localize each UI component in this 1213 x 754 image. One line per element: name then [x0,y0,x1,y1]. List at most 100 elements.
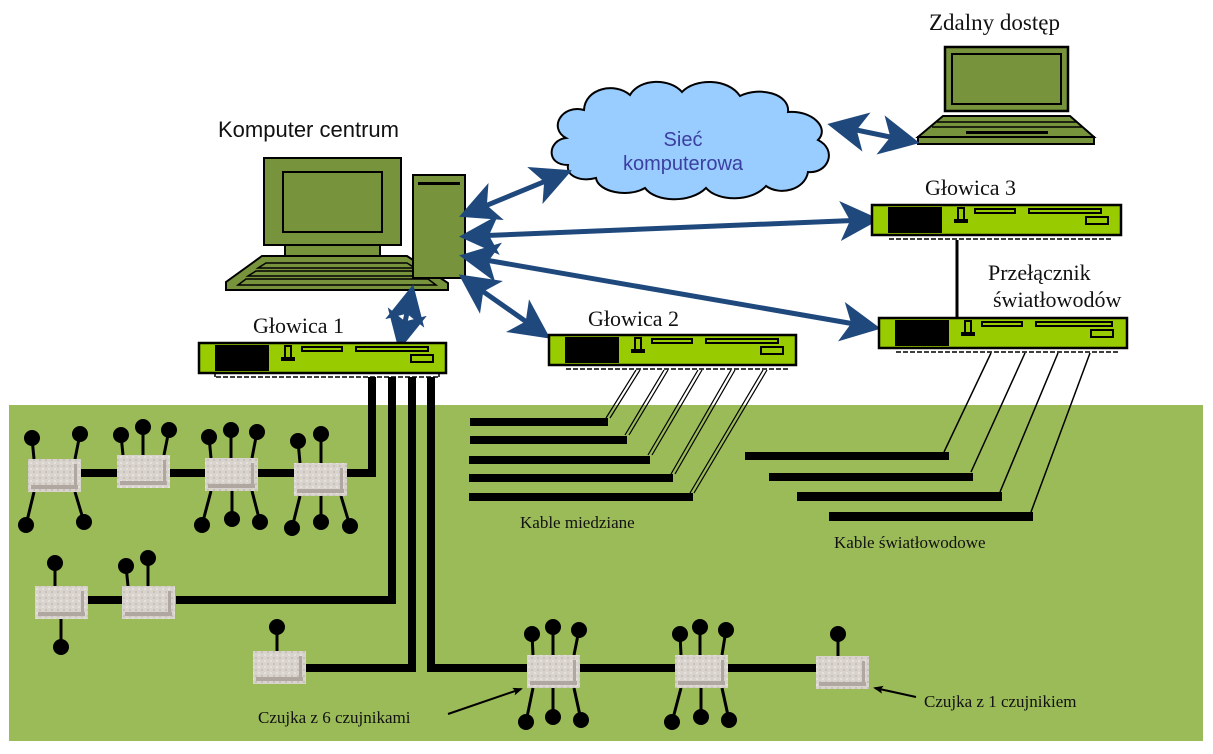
copper-cable [469,493,693,501]
sensor-icon [18,517,34,533]
detector-box-shadow [297,489,344,493]
sensor-icon [718,622,734,638]
fiber-cables [745,352,1091,521]
detector-module [664,619,737,730]
sensor-icon [72,426,88,442]
headend-3-device [870,203,1123,240]
detector-box-edge [299,656,302,679]
detector-box-edge [74,464,77,487]
arrow-network-laptop [827,112,920,155]
bus-cable-row-1 [345,377,376,477]
copper-cable [470,418,608,426]
arrow-computer-network [459,167,572,220]
detector-module [194,422,268,533]
sensor-icon [290,433,306,449]
detector-box-edge [340,468,343,491]
sensor-icon [140,550,156,566]
copper-cable [469,456,650,464]
detector-box-edge [168,591,171,614]
sensor-icon [313,426,329,442]
sensor-icon [223,422,239,438]
detector-box-edge [81,591,84,614]
detector-module [253,619,306,684]
sensor-icon [721,712,737,728]
sensor-icon [53,639,69,655]
detector-box-shadow [38,612,85,616]
central-computer-icon [225,157,466,291]
detector-module [35,555,88,655]
sensor-icon [269,619,285,635]
fiber-switch-label-line2: światłowodów [993,287,1121,312]
sensor-icon [545,619,561,635]
sensor-icon [252,514,268,530]
sensor-icon [224,511,240,527]
detector-box-edge [573,660,576,683]
detector-module [816,626,869,689]
detector-box-edge [862,661,865,684]
network-label-line2: komputerowa [623,153,744,175]
fiber-cables-label: Kable światłowodowe [834,533,986,552]
copper-cable [470,436,627,444]
connection-arrows [385,112,920,351]
detector-6-label: Czujka z 6 czujnikami [258,708,411,727]
fiber-cable [769,473,973,481]
network-cloud-icon [550,80,830,201]
sensor-icon [518,714,534,730]
copper-cables [469,369,768,501]
sensor-icon [135,419,151,435]
sensor-icon [830,626,846,642]
detector-module [118,550,175,619]
sensor-icon [545,709,561,725]
detector-box-edge [163,460,166,483]
arrow-computer-headend2 [458,274,551,339]
laptop-icon [915,45,1097,145]
headend-3-label: Głowica 3 [925,175,1016,200]
sensor-icon [672,626,688,642]
detector-module [284,426,358,536]
fiber-switch-device [877,316,1129,353]
sensor-icon [161,422,177,438]
detector-box-shadow [208,484,255,488]
bus-cable-row-2 [176,377,396,604]
fiber-cable [745,452,949,460]
detector-box-shadow [125,612,172,616]
headend-1-label: Głowica 1 [253,313,344,338]
sensor-icon [194,517,210,533]
sensor-icon [692,619,708,635]
headend-2-device [547,333,798,370]
copper-cables-label: Kable miedziane [520,513,635,532]
detector-box-shadow [819,682,866,686]
sensor-icon [76,514,92,530]
detector-box-shadow [678,681,725,685]
detectors-layer [18,419,869,730]
headend-2-label: Głowica 2 [588,306,679,331]
ground-area [9,405,1203,741]
arrow-computer-headend3 [459,201,880,255]
detector-1-label: Czujka z 1 czujnikiem [924,692,1076,711]
detector-box-shadow [256,677,303,681]
bus-cable-row-3 [303,377,416,672]
sensor-icon [664,714,680,730]
detector-box-edge [721,660,724,683]
sensor-icon [573,712,589,728]
detector-box-shadow [120,481,167,485]
sensor-icon [693,709,709,725]
detector-box-shadow [31,485,78,489]
sensor-icon [524,626,540,642]
sensor-icon [342,518,358,534]
headend-1-device [197,341,448,378]
arrow-computer-headend1 [385,284,427,351]
sensor-icon [249,424,265,440]
central-computer-label: Komputer centrum [218,117,399,142]
network-label-line1: Sieć [664,129,703,151]
detector-module [518,619,589,730]
fiber-cable [797,492,1002,501]
callout-arrow-1 [873,685,917,698]
copper-cable [469,474,673,482]
fiber-switch-label-line1: Przełącznik [988,260,1091,285]
sensor-icon [284,520,300,536]
remote-access-label: Zdalny dostęp [929,10,1060,35]
sensor-icon [313,514,329,530]
detector-module [18,426,92,533]
